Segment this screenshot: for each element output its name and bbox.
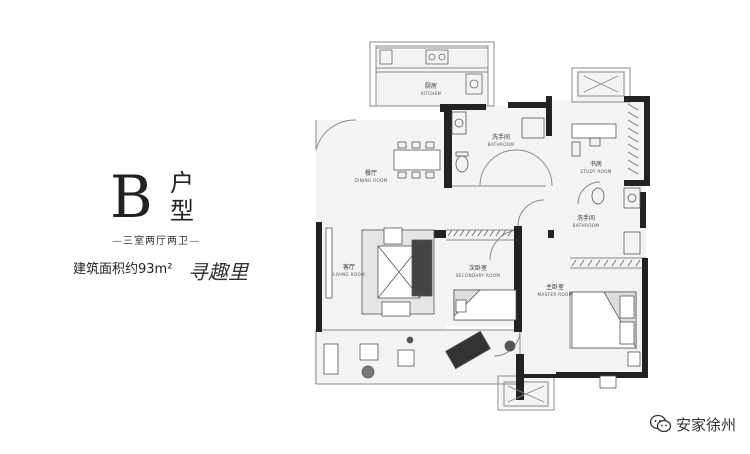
living-label-en: LIVING ROOM — [333, 272, 365, 277]
dining-label-cn: 餐厅 — [365, 169, 377, 177]
kitchen-label-cn: 厨房 — [425, 82, 437, 90]
bathroom2-fixtures — [591, 187, 641, 255]
kitchen-label-en: KITCHEN — [421, 91, 441, 96]
bathroom2-label-en: BATHROOM — [573, 223, 600, 228]
thick-walls — [316, 96, 650, 400]
secondary-label-cn: 次卧室 — [469, 264, 487, 272]
dining-label-en: DINING ROOM — [355, 178, 388, 183]
unit-letter: B — [110, 163, 153, 231]
building-area: 建筑面积约93m² — [73, 262, 173, 277]
secondary-bed — [453, 289, 517, 321]
study-label-cn: 书房 — [590, 160, 602, 168]
unit-type-char-2: 型 — [170, 197, 194, 225]
bathroom1-label-cn: 洗手间 — [492, 133, 510, 141]
study-furniture — [571, 123, 617, 157]
watermark: 安家徐州 — [649, 412, 736, 436]
bathroom1-fixtures — [451, 111, 545, 173]
wardrobe-hatch — [447, 103, 641, 267]
kitchen-fixtures — [379, 49, 483, 95]
living-room-furniture — [325, 227, 435, 317]
wechat-icon — [649, 414, 672, 433]
study-label-en: STUDY ROOM — [580, 169, 611, 174]
balcony-furniture — [323, 330, 516, 379]
unit-info-panel: B 户 型 三室两厅两卫 建筑面积约93m² 寻趣里 — [0, 0, 310, 454]
bathroom1-label-en: BATHROOM — [488, 142, 515, 147]
room-labels: 厨房 KITCHEN 餐厅 DINING ROOM 洗手间 BATHROOM 书… — [333, 82, 611, 297]
layout-description: 三室两厅两卫 — [96, 232, 216, 247]
bathroom2-label-cn: 洗手间 — [577, 214, 595, 222]
living-label-cn: 客厅 — [343, 263, 355, 271]
dining-table — [393, 141, 441, 179]
brand-logo: 寻趣里 — [188, 260, 248, 284]
secondary-label-en: SECONDARY ROOM — [456, 273, 501, 278]
thin-walls — [315, 41, 646, 411]
master-label-en: MASTER ROOM — [538, 292, 573, 297]
layout-description-text: 三室两厅两卫 — [123, 236, 189, 247]
unit-type-char-1: 户 — [170, 169, 194, 197]
watermark-text: 安家徐州 — [675, 415, 736, 434]
master-bed — [571, 291, 641, 389]
balcony-rails — [507, 75, 619, 403]
master-label-cn: 主卧室 — [546, 283, 564, 291]
